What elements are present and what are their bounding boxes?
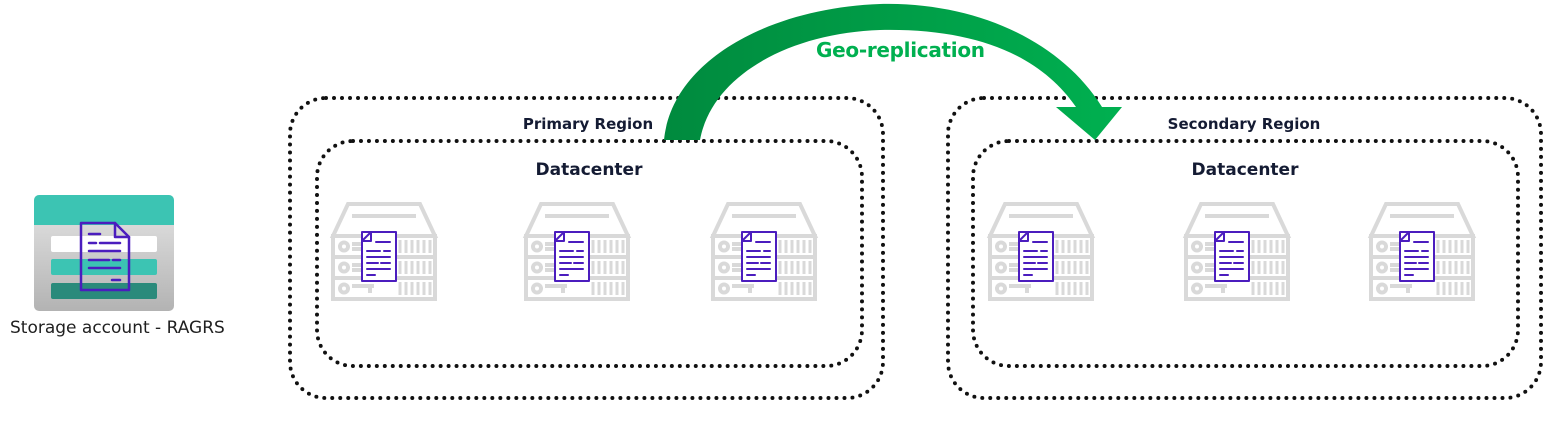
primary-region (288, 96, 885, 400)
primary-datacenter (315, 139, 864, 368)
document-icon (741, 231, 777, 282)
server-primary-2 (522, 200, 632, 302)
server-icon (1182, 202, 1292, 301)
server-icon (986, 202, 1096, 301)
secondary-region-title: Secondary Region (1167, 115, 1321, 133)
document-icon (554, 231, 590, 282)
document-icon (1214, 231, 1250, 282)
secondary-datacenter-title: Datacenter (1191, 160, 1299, 180)
secondary-datacenter (971, 139, 1520, 368)
server-icon (329, 202, 439, 301)
server-secondary-3 (1367, 200, 1477, 302)
secondary-region (946, 96, 1543, 400)
server-icon (522, 202, 632, 301)
storage-account-label: Storage account - RAGRS (10, 318, 225, 338)
primary-datacenter-title: Datacenter (535, 160, 643, 180)
server-secondary-2 (1182, 200, 1292, 302)
server-secondary-1 (986, 200, 1096, 302)
document-icon (361, 231, 397, 282)
geo-replication-label: Geo-replication (816, 38, 985, 62)
document-icon (1399, 231, 1435, 282)
primary-region-title: Primary Region (522, 115, 654, 133)
server-primary-3 (709, 200, 819, 302)
document-icon (1018, 231, 1054, 282)
storage-account-icon (34, 195, 174, 311)
server-icon (1367, 202, 1477, 301)
server-icon (709, 202, 819, 301)
storage-account (34, 195, 174, 311)
server-primary-1 (329, 200, 439, 302)
document-icon (79, 221, 131, 292)
